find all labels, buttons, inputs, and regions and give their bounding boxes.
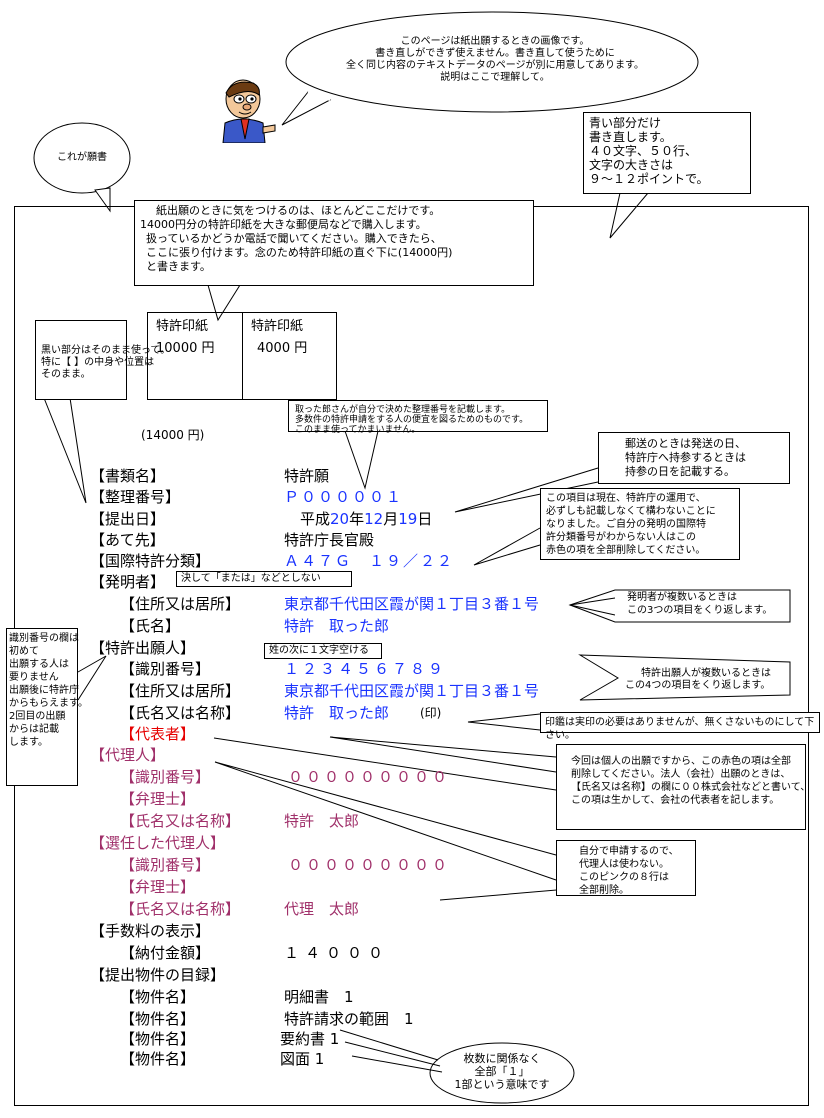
item-4-value: 図面 1 <box>280 1050 324 1069</box>
inventor-label: 【発明者】 <box>90 573 165 592</box>
agent-note: 自分で申請するので、 代理人は使わない。 このピンクの８行は 全部削除。 <box>556 840 696 896</box>
stamp-cell-2: 特許印紙 4000 円 <box>243 313 337 399</box>
fee-amount-label: 【納付金額】 <box>120 944 210 963</box>
selected-agent-label: 【選任した代理人】 <box>90 834 225 853</box>
left-bubble-text: これが願書 <box>34 152 130 164</box>
selected-agent-id-label: 【識別番号】 <box>120 856 210 875</box>
top-bubble-text: このページは紙出願するときの画像です。 書き直しができず使えません。書き直して使… <box>300 36 690 84</box>
inventor-name-label: 【氏名】 <box>120 617 180 636</box>
black-text-note: 黒い部分はそのまま使って。 特に【 】の中身や位置は そのまま。 <box>35 320 127 400</box>
agent-name-value: 特許 太郎 <box>284 812 359 831</box>
fee-amount-value: １４０００ <box>284 944 389 963</box>
inventor-name-tag: 決して「または」などとしない <box>176 571 352 587</box>
selected-agent-name-value: 代理 太郎 <box>284 900 359 919</box>
presenter-avatar-icon <box>213 77 277 143</box>
applicant-name-label: 【氏名又は名称】 <box>120 704 240 723</box>
agent-id-value: ０００００００００ <box>288 768 450 787</box>
agent-title-label: 【弁理士】 <box>120 790 195 809</box>
items-label: 【提出物件の目録】 <box>90 966 225 985</box>
seal-note: 印鑑は実印の必要はありませんが、無くさないものにして下さい。 <box>540 712 820 733</box>
ref-no-value: Ｐ０００００１ <box>284 488 403 507</box>
count-bubble-text: 枚数に関係なく 全部「１」 1部という意味です <box>438 1052 566 1091</box>
item-4-label: 【物件名】 <box>120 1050 195 1069</box>
inventor-repeat-note: 発明者が複数いるときは この3つの項目をくり返します。 <box>615 587 791 623</box>
applicant-address-label: 【住所又は居所】 <box>120 682 240 701</box>
inventor-address-value: 東京都千代田区霞が関１丁目３番１号 <box>284 595 539 614</box>
stamp-total: (14000 円) <box>141 426 204 443</box>
ipc-label: 【国際特許分類】 <box>90 552 210 571</box>
filing-date-note: 郵送のときは発送の日、 特許庁へ持参するときは 持参の日を記載する。 <box>598 432 790 484</box>
item-3-value: 要約書 1 <box>280 1030 339 1049</box>
applicant-id-label: 【識別番号】 <box>120 660 210 679</box>
seal-mark: (印) <box>420 704 441 723</box>
addressee-value: 特許庁長官殿 <box>284 531 374 550</box>
doc-type-value: 特許願 <box>284 467 329 486</box>
item-1-label: 【物件名】 <box>120 988 195 1007</box>
ref-no-label: 【整理番号】 <box>90 488 180 507</box>
applicant-label: 【特許出願人】 <box>90 639 195 658</box>
applicant-id-value: １２３４５６７８９ <box>284 660 446 679</box>
applicant-repeat-note: 特許出願人が複数いるときは この4つの項目をくり返します。 <box>625 668 790 692</box>
applicant-name-value: 特許 取った郎 <box>284 704 389 723</box>
name-space-tag: 姓の次に１文字空ける <box>264 643 382 659</box>
item-3-label: 【物件名】 <box>120 1030 195 1049</box>
representative-note: 今回は個人の出願ですから、この赤色の項は全部 削除してください。法人（会社）出願… <box>556 744 806 830</box>
stamp-note: 紙出願のときに気をつけるのは、ほとんどここだけです。 14000円分の特許印紙を… <box>134 200 534 286</box>
ref-number-note: 取った郎さんが自分で決めた整理番号を記載します。 多数件の特許申請をする人の便宜… <box>288 400 548 432</box>
selected-agent-id-value: ０００００００００ <box>288 856 450 875</box>
applicant-address-value: 東京都千代田区霞が関１丁目３番１号 <box>284 682 539 701</box>
inventor-name-value: 特許 取った郎 <box>284 617 389 636</box>
agent-id-label: 【識別番号】 <box>120 768 210 787</box>
ipc-note: この項目は現在、特許庁の運用で、 必ずしも記載しなくて構わないことに なりました… <box>540 488 740 560</box>
addressee-label: 【あて先】 <box>90 531 165 550</box>
filing-date-value: 平成20年12月19日 <box>300 510 432 529</box>
representative-label: 【代表者】 <box>120 725 195 744</box>
agent-label: 【代理人】 <box>90 746 165 765</box>
selected-agent-name-label: 【氏名又は名称】 <box>120 900 240 919</box>
stamp-cell-1: 特許印紙 10000 円 <box>148 313 243 399</box>
filing-date-label: 【提出日】 <box>90 510 165 529</box>
rewrite-note: 青い部分だけ 書き直します。 ４０文字、５０行、 文字の大きさは ９～１２ポイン… <box>583 112 751 194</box>
item-1-value: 明細書 1 <box>284 988 354 1007</box>
revenue-stamp-box: 特許印紙 10000 円 特許印紙 4000 円 <box>147 312 337 400</box>
fee-label: 【手数料の表示】 <box>90 922 210 941</box>
doc-type-label: 【書類名】 <box>90 467 165 486</box>
item-2-label: 【物件名】 <box>120 1010 195 1029</box>
identification-number-note: 識別番号の欄は 初めて 出願する人は 要りません 出願後に特許庁 からもらえます… <box>6 628 78 786</box>
ipc-value: Ａ４７Ｇ １９／２２ <box>284 552 454 571</box>
item-2-value: 特許請求の範囲 1 <box>284 1010 414 1029</box>
inventor-address-label: 【住所又は居所】 <box>120 595 240 614</box>
agent-name-label: 【氏名又は名称】 <box>120 812 240 831</box>
selected-agent-title-label: 【弁理士】 <box>120 878 195 897</box>
